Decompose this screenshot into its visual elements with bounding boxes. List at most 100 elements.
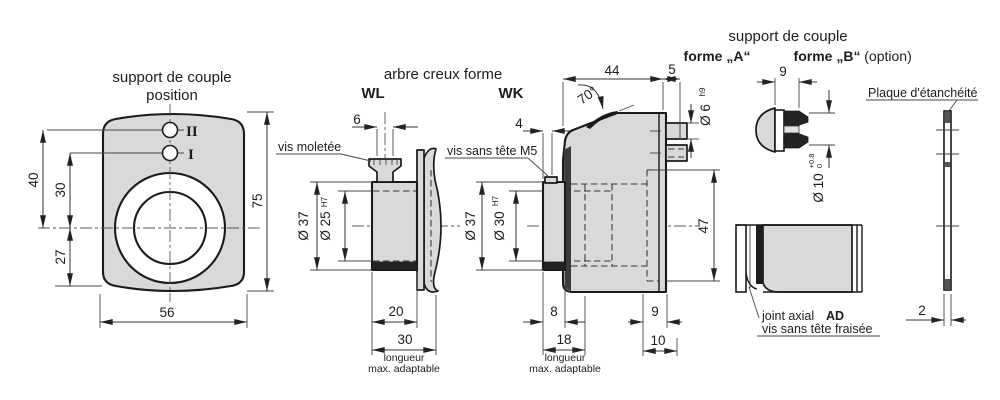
wl-sleeve-clamp-band (371, 261, 418, 271)
hole-label-II: II (186, 124, 198, 140)
section-leader (748, 286, 760, 319)
forme-b-dia10-tol-upper: +0.8 (807, 154, 816, 169)
wk-dia-dims: Ø 37 Ø 30 H7 (463, 181, 543, 271)
wk-dia30-fit: H7 (491, 195, 500, 206)
forme-b-label: forme „B“ (794, 48, 861, 64)
wl-dim-dia37: Ø 37 (296, 211, 311, 240)
wk-note-line2: max. adaptable (529, 363, 601, 375)
side-dim-44-5: 44 5 (562, 62, 681, 140)
wl-sleeve (370, 180, 419, 272)
wk-label: WK (499, 85, 524, 102)
forme-b-plate (774, 109, 785, 152)
wk-dim-dia37: Ø 37 (463, 211, 478, 240)
dim-27: 27 (53, 249, 68, 264)
sealing-plate-body (943, 110, 952, 291)
front-view-title-line2: position (146, 87, 198, 104)
wl-flange-blade (423, 147, 442, 293)
torque-pin-bottom (665, 144, 688, 162)
svg-text:4: 4 (515, 116, 523, 131)
forme-b-claw-bottom (783, 132, 809, 149)
side-dia6-fit: h9 (698, 87, 707, 96)
wl-dim-20: 20 (388, 304, 403, 319)
front-view: support de couple position II I 40 3 (26, 69, 274, 328)
mounting-hole-II (161, 121, 179, 139)
side-angle-70-text: 70° (575, 83, 600, 107)
section-cover-plate (735, 224, 747, 293)
wl-screw-leader (340, 153, 372, 162)
dim-56: 56 (159, 305, 174, 320)
front-view-title-line1: support de couple (112, 69, 231, 86)
section-block (735, 224, 863, 319)
sealing-plate-hatch-top (945, 112, 951, 123)
side-dia6-text: Ø 6 (698, 104, 713, 126)
wl-dia-dims: Ø 37 Ø 25 H7 (296, 181, 372, 271)
torque-support-views: support de couple forme „A“ forme „B“ (o… (684, 28, 912, 337)
dim-30: 30 (53, 182, 68, 197)
front-dim-lines (40, 111, 270, 325)
wk-dim-4: 4 (515, 116, 570, 179)
wl-dim-dia25: Ø 25 (318, 211, 333, 240)
torque-pins (650, 122, 688, 162)
sealing-plate-notch (945, 162, 951, 167)
forme-b-dim-9: 9 (757, 64, 817, 108)
side-body (561, 111, 668, 294)
side-dim-47: 47 (652, 169, 720, 282)
slope-seal-bump (586, 111, 618, 129)
section-body (762, 224, 853, 293)
torque-pin-top (665, 122, 688, 140)
wk-set-screw (544, 176, 558, 184)
wl-dim-6: 6 (352, 112, 418, 156)
forme-b-clip (755, 107, 809, 153)
forme-b-claw-top (783, 110, 809, 127)
side-dim-5: 5 (668, 62, 676, 77)
svg-text:9: 9 (779, 64, 787, 79)
countersunk-screw-label: vis sans tête fraisée (762, 322, 873, 336)
forme-b-dim-dia10: Ø 10 +0.8 0 (807, 90, 835, 203)
wl-knurl-ticks (373, 160, 398, 165)
forme-b-dia10-tol-lower: 0 (815, 164, 824, 168)
wk-screw-leader (527, 157, 549, 177)
wk-length-dims: 8 18 longueur max. adaptable (523, 272, 601, 375)
sealing-plate-hatch-bottom (945, 279, 951, 289)
side-angle-70: 70° (575, 83, 635, 112)
joint-axial-label-bold: AD (826, 309, 844, 323)
dim-40: 40 (26, 172, 41, 187)
forme-b-dome (755, 107, 776, 153)
wk-note-line1: longueur (545, 352, 586, 364)
svg-text:2: 2 (918, 303, 926, 318)
side-dim-44: 44 (604, 63, 620, 78)
wk-dim-18: 18 (556, 332, 571, 347)
forme-b-dia10-text: Ø 10 (811, 173, 826, 202)
wk-sleeve-clamp-band (542, 261, 566, 271)
wk-sleeve (541, 180, 567, 272)
wk-side-view: WK (445, 62, 720, 375)
side-dim-9: 9 (651, 304, 659, 319)
wl-length-dims: 20 30 longueur max. adaptable (368, 272, 440, 375)
sealing-plate-label: Plaque d'étanchéité (868, 86, 977, 100)
wl-note-line2: max. adaptable (368, 363, 440, 375)
wl-screw-label: vis moletée (278, 140, 341, 154)
wl-label: WL (361, 85, 384, 102)
joint-axial-label: joint axial (761, 309, 814, 323)
sealing-plate-hole-ticks (936, 129, 959, 227)
wl-dia25-fit: H7 (320, 196, 329, 207)
wk-screw-label: vis sans tête M5 (447, 144, 537, 158)
wl-view: arbre creux forme WL vis moletée (276, 66, 502, 375)
dim-75: 75 (250, 193, 265, 208)
sealing-plate-leader (948, 99, 958, 112)
side-dim-9-10: 9 10 (628, 294, 682, 356)
side-dim-dia6: Ø 6 h9 (688, 87, 713, 158)
forme-b-option: (option) (864, 48, 911, 64)
wl-note-line1: longueur (384, 352, 425, 364)
sealing-plate-dim-2: 2 (906, 294, 966, 326)
mounting-hole-I (161, 144, 179, 162)
svg-text:47: 47 (696, 218, 711, 233)
section-notch (745, 272, 758, 290)
torque-support-title: support de couple (728, 28, 847, 45)
wk-dim-8: 8 (550, 304, 558, 319)
section-axial-seal (756, 225, 763, 284)
forme-b-claw-slot (783, 125, 800, 134)
wl-knurled-screw (368, 158, 402, 183)
